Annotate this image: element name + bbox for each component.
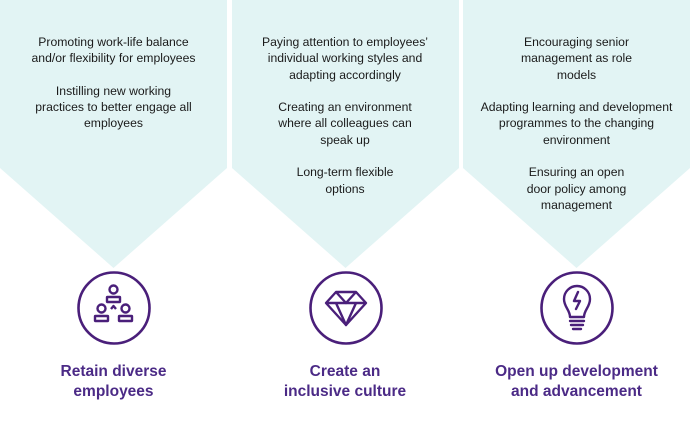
list-item: Ensuring an open door policy among manag…	[526, 165, 627, 212]
column-title: Create an inclusive culture	[232, 362, 459, 402]
title-line: Retain diverse	[60, 363, 167, 380]
diamond-icon	[308, 271, 383, 345]
list-item: Instilling new working practices to bett…	[35, 83, 192, 131]
lightbulb-icon	[540, 271, 614, 345]
title-line: employees	[73, 383, 154, 400]
title-line: Create an	[309, 363, 381, 380]
title-line: and advancement	[511, 383, 642, 400]
chevron-panel	[463, 0, 690, 268]
list-item: Promoting work-life balance and/or flexi…	[31, 35, 196, 66]
column-open-up-development: Encouraging senior management as role mo…	[463, 0, 690, 430]
people-hierarchy-icon	[77, 271, 151, 345]
item-list: Paying attention to employees’ individua…	[232, 34, 459, 213]
title-line: Open up development	[495, 363, 658, 380]
column-retain-diverse-employees: Promoting work-life balance and/or flexi…	[0, 0, 227, 430]
title-line: inclusive culture	[283, 383, 407, 400]
list-item: Encouraging senior management as role mo…	[520, 35, 633, 82]
list-item: Creating an environment where all collea…	[278, 100, 412, 147]
column-create-inclusive-culture: Paying attention to employees’ individua…	[231, 0, 459, 430]
column-title: Open up development and advancement	[463, 362, 690, 402]
chevron-panel	[231, 0, 459, 268]
list-item: Long-term flexible options	[296, 165, 394, 196]
item-list: Promoting work-life balance and/or flexi…	[0, 34, 227, 148]
chevron-panel	[0, 0, 227, 268]
list-item: Paying attention to employees’ individua…	[262, 35, 428, 82]
column-title: Retain diverse employees	[0, 362, 227, 402]
item-list: Encouraging senior management as role mo…	[463, 34, 690, 230]
list-item: Adapting learning and development progra…	[480, 100, 673, 147]
